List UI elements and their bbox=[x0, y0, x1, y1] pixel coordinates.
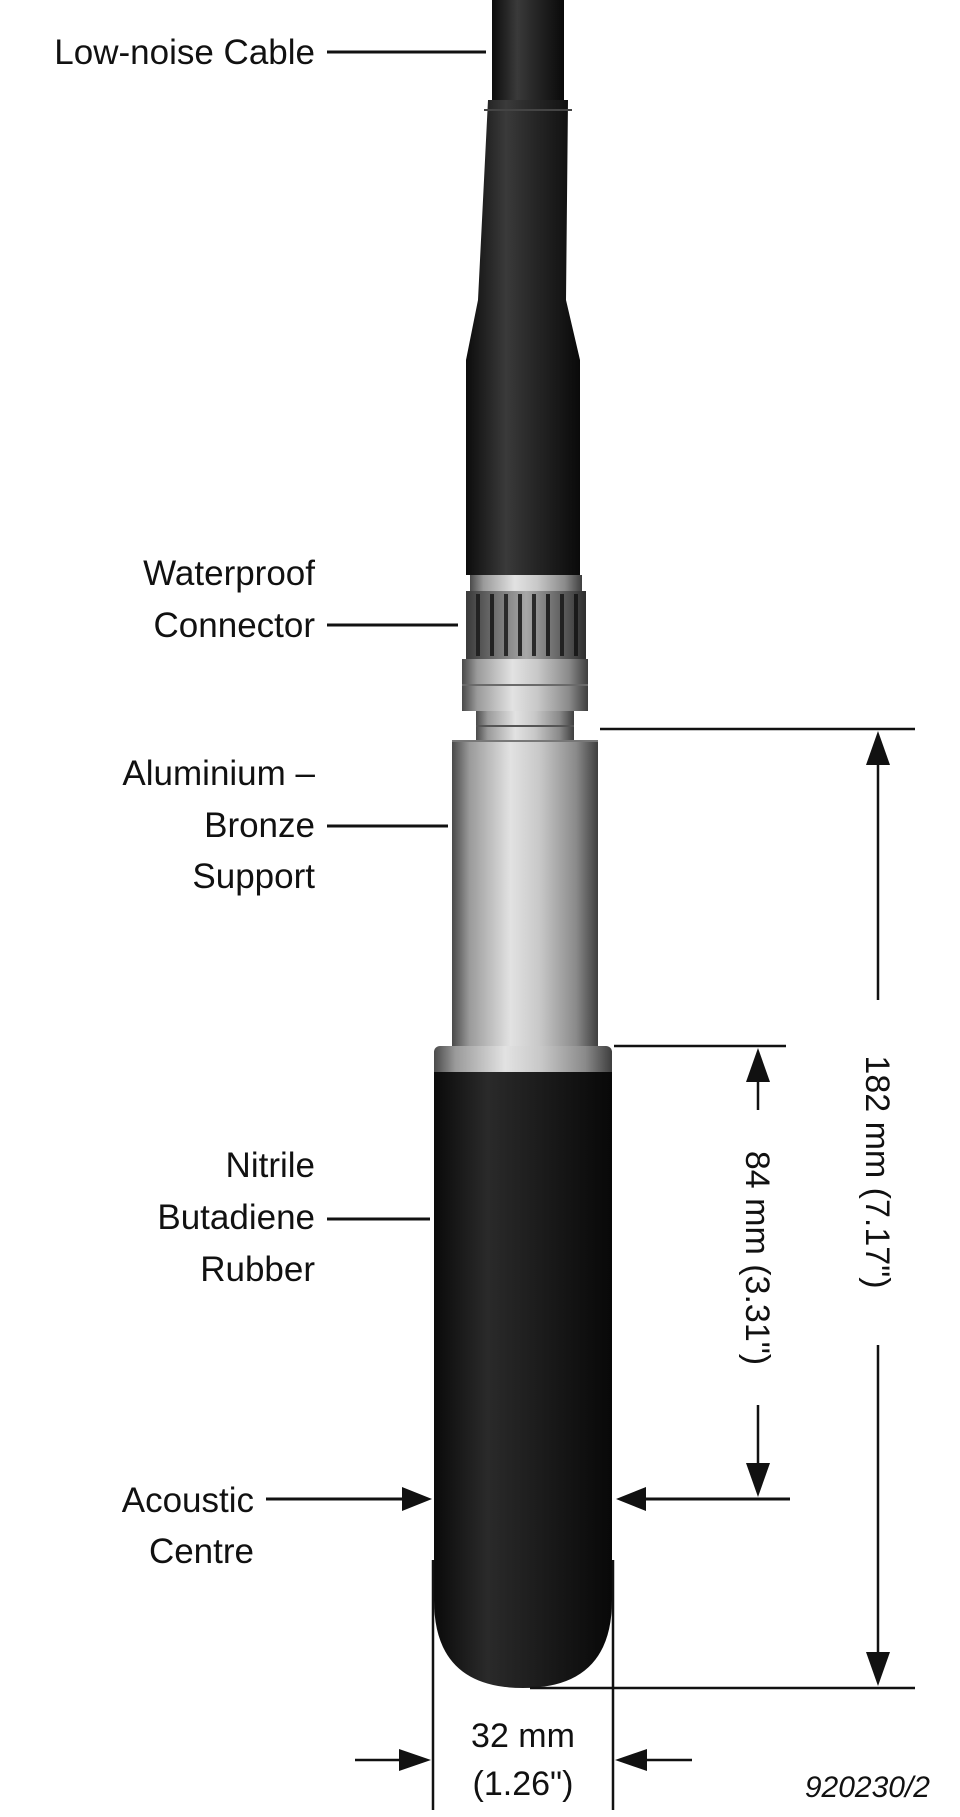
label-support-line2: Bronze bbox=[204, 806, 315, 845]
label-rubber-line3: Rubber bbox=[200, 1250, 315, 1289]
label-connector-line2: Connector bbox=[154, 606, 316, 645]
label-cable: Low-noise Cable bbox=[54, 33, 486, 72]
label-connector: Waterproof Connector bbox=[143, 554, 458, 645]
dimension-offset-text: 84 mm (3.31") bbox=[738, 1151, 776, 1365]
cable bbox=[492, 0, 564, 110]
dimension-overall-text: 182 mm (7.17") bbox=[858, 1055, 896, 1288]
extension-lines bbox=[431, 727, 915, 1810]
support-body bbox=[452, 741, 598, 1046]
label-support-line1: Aluminium – bbox=[122, 754, 315, 793]
label-acoustic-line1: Acoustic bbox=[122, 1481, 254, 1520]
figure-number: 920230/2 bbox=[805, 1771, 930, 1804]
label-support-line3: Support bbox=[192, 857, 315, 896]
label-cable-text: Low-noise Cable bbox=[54, 33, 315, 72]
rubber-collar bbox=[434, 1046, 612, 1078]
dimension-overall-length: 182 mm (7.17") bbox=[858, 731, 896, 1686]
acoustic-arrow-right bbox=[616, 1487, 646, 1511]
overall-arrow-top bbox=[866, 731, 890, 765]
label-connector-line1: Waterproof bbox=[143, 554, 315, 593]
label-acoustic: Acoustic Centre bbox=[122, 1481, 790, 1571]
dimension-diameter-line2: (1.26") bbox=[473, 1765, 574, 1803]
connector-knurl bbox=[466, 591, 586, 659]
dimension-diameter-line1: 32 mm bbox=[471, 1717, 575, 1755]
overall-arrow-bottom bbox=[866, 1652, 890, 1686]
strain-relief bbox=[466, 100, 580, 575]
label-support: Aluminium – Bronze Support bbox=[122, 754, 448, 896]
offset-arrow-top bbox=[746, 1048, 770, 1082]
hydrophone-body bbox=[434, 0, 612, 1688]
connector-ring-top bbox=[470, 575, 582, 591]
acoustic-arrow-left bbox=[402, 1487, 432, 1511]
dimension-acoustic-offset: 84 mm (3.31") bbox=[738, 1048, 776, 1497]
label-rubber-line1: Nitrile bbox=[226, 1146, 315, 1185]
diameter-arrow-left bbox=[399, 1749, 431, 1771]
rubber-boot bbox=[434, 1072, 612, 1688]
offset-arrow-bottom bbox=[746, 1463, 770, 1497]
label-rubber: Nitrile Butadiene Rubber bbox=[157, 1146, 430, 1289]
label-rubber-line2: Butadiene bbox=[157, 1198, 315, 1237]
dimension-diameter: 32 mm (1.26") bbox=[355, 1717, 692, 1803]
label-acoustic-line2: Centre bbox=[149, 1532, 254, 1571]
diameter-arrow-right bbox=[615, 1749, 647, 1771]
